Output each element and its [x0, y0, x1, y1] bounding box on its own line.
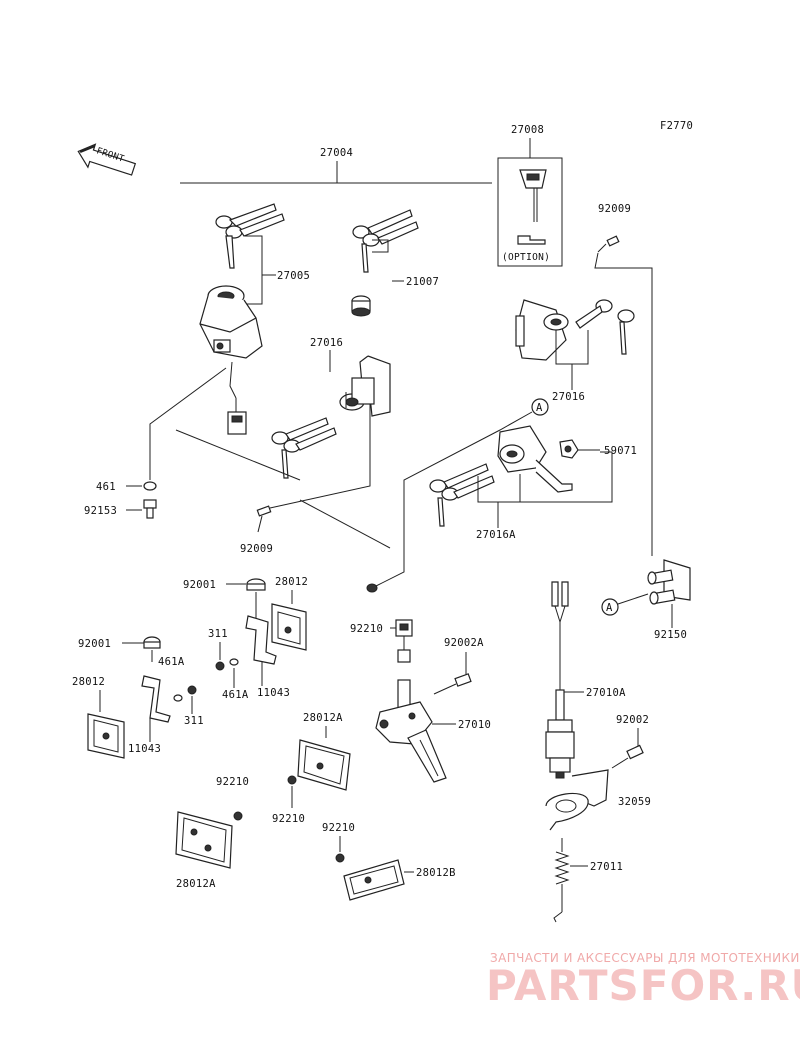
label-92210-low: 92210: [322, 822, 355, 834]
ref-circle-a-top: [531, 398, 549, 416]
bolt-92002A-icon: [433, 673, 472, 695]
switch-27010-icon: [375, 679, 447, 783]
label-27016-left: 27016: [310, 337, 343, 349]
front-arrow-icon: [77, 143, 137, 176]
label-461A-top: 461A: [222, 689, 249, 701]
reflector-28012A-low-icon: [175, 811, 243, 869]
label-92001-left: 92001: [78, 638, 111, 650]
lock-cylinder-21007-icon: [351, 295, 371, 317]
screw-92009-mid-icon: [256, 505, 272, 533]
label-28012A-mid: 28012A: [303, 712, 343, 724]
label-92009-mid: 92009: [240, 543, 273, 555]
nut-92210-a-icon: [287, 775, 297, 785]
label-92210-left: 92210: [216, 776, 249, 788]
label-27004: 27004: [320, 147, 353, 159]
helmet-lock-27016-icon: [515, 299, 569, 361]
label-27011: 27011: [590, 861, 623, 873]
label-a-right: A: [606, 602, 613, 614]
alignment-line-1: [175, 429, 301, 481]
label-92210-top: 92210: [350, 623, 383, 635]
reflector-28012A-mid-icon: [297, 739, 351, 791]
leader-461-up: [149, 367, 227, 480]
label-92150: 92150: [654, 629, 687, 641]
label-28012B: 28012B: [416, 867, 456, 879]
leader-27016-left-screw: [269, 404, 371, 509]
label-92001-top: 92001: [183, 579, 216, 591]
nut-a-icon: [366, 583, 378, 593]
washer-461A-top-icon: [229, 658, 239, 666]
label-27008: 27008: [511, 124, 544, 136]
leader-21007-bracket: [372, 239, 389, 253]
label-11043-left: 11043: [128, 743, 161, 755]
bolt-92153-icon: [143, 499, 157, 519]
cap-keys-27016A-icon: [429, 463, 495, 527]
alignment-line-2: [299, 499, 391, 549]
leader-92009-A-right: [594, 252, 653, 556]
nut-92210-b-icon: [335, 853, 345, 863]
label-311-top: 311: [208, 628, 228, 640]
helmet-keys-27016-icon: [575, 299, 635, 355]
screw-92009-top-icon: [597, 235, 620, 253]
nut-92001-top-icon: [246, 578, 266, 591]
label-28012-left: 28012: [72, 676, 105, 688]
label-92002: 92002: [616, 714, 649, 726]
watermark-tagline: ЗАПЧАСТИ И АКСЕССУАРЫ ДЛЯ МОТОТЕХНИКИ: [490, 951, 800, 965]
nut-92001-left-icon: [143, 636, 161, 649]
ignition-keys-27005-icon: [215, 203, 285, 269]
reflector-28012-left-icon: [87, 713, 125, 759]
connector-92210-icon: [395, 619, 413, 663]
label-28012-top: 28012: [275, 576, 308, 588]
nut-311-left-icon: [187, 685, 197, 695]
reflector-28012B-icon: [343, 859, 405, 901]
nut-311-top-icon: [215, 661, 225, 671]
cap-lock-27016A-icon: [497, 425, 573, 493]
bolt-plate-92150-icon: [647, 559, 691, 605]
leader-27016A-to-59071: [520, 451, 613, 503]
seat-lock-27016-icon: [339, 355, 391, 417]
cable-27010A-icon: [545, 581, 575, 779]
label-461: 461: [96, 481, 116, 493]
label-32059: 32059: [618, 796, 651, 808]
option-box: [497, 157, 563, 267]
clip-59071-icon: [559, 439, 579, 459]
watermark-brand: PARTSFOR.RU: [486, 961, 800, 1010]
label-11043-top: 11043: [257, 687, 290, 699]
label-59071: 59071: [604, 445, 637, 457]
leader-a-top: [375, 411, 533, 587]
washer-461-icon: [143, 481, 157, 491]
label-a-top: A: [536, 402, 543, 414]
figure-code: F2770: [660, 120, 693, 132]
seat-keys-27016-icon: [271, 417, 337, 479]
label-27016-right: 27016: [552, 391, 585, 403]
option-label: (OPTION): [502, 252, 550, 263]
label-27005: 27005: [277, 270, 310, 282]
bolt-92002-icon: [611, 744, 644, 769]
reflector-28012-top-icon: [271, 603, 307, 651]
label-27010A: 27010A: [586, 687, 626, 699]
ref-circle-a-right: [601, 598, 619, 616]
label-311-left: 311: [184, 715, 204, 727]
bracket-32059-icon: [545, 769, 609, 831]
leader-a-right: [617, 593, 649, 605]
label-92009-top: 92009: [598, 203, 631, 215]
bracket-11043-top-icon: [245, 615, 277, 665]
spring-27011-icon: [553, 838, 570, 923]
label-92002A: 92002A: [444, 637, 484, 649]
leader-27016A-bracket: [477, 474, 521, 503]
label-92153: 92153: [84, 505, 117, 517]
keys-21007-icon: [352, 209, 419, 273]
leader-27005-bracket: [245, 235, 263, 305]
label-92210-mid: 92210: [272, 813, 305, 825]
label-21007: 21007: [406, 276, 439, 288]
ignition-switch-27005-icon: [199, 285, 263, 435]
label-461A-left: 461A: [158, 656, 185, 668]
washer-left-icon: [173, 694, 183, 702]
bracket-11043-left-icon: [141, 675, 171, 723]
option-key-icon: [517, 169, 547, 245]
label-27016A: 27016A: [476, 529, 516, 541]
label-27010: 27010: [458, 719, 491, 731]
label-28012A-low: 28012A: [176, 878, 216, 890]
